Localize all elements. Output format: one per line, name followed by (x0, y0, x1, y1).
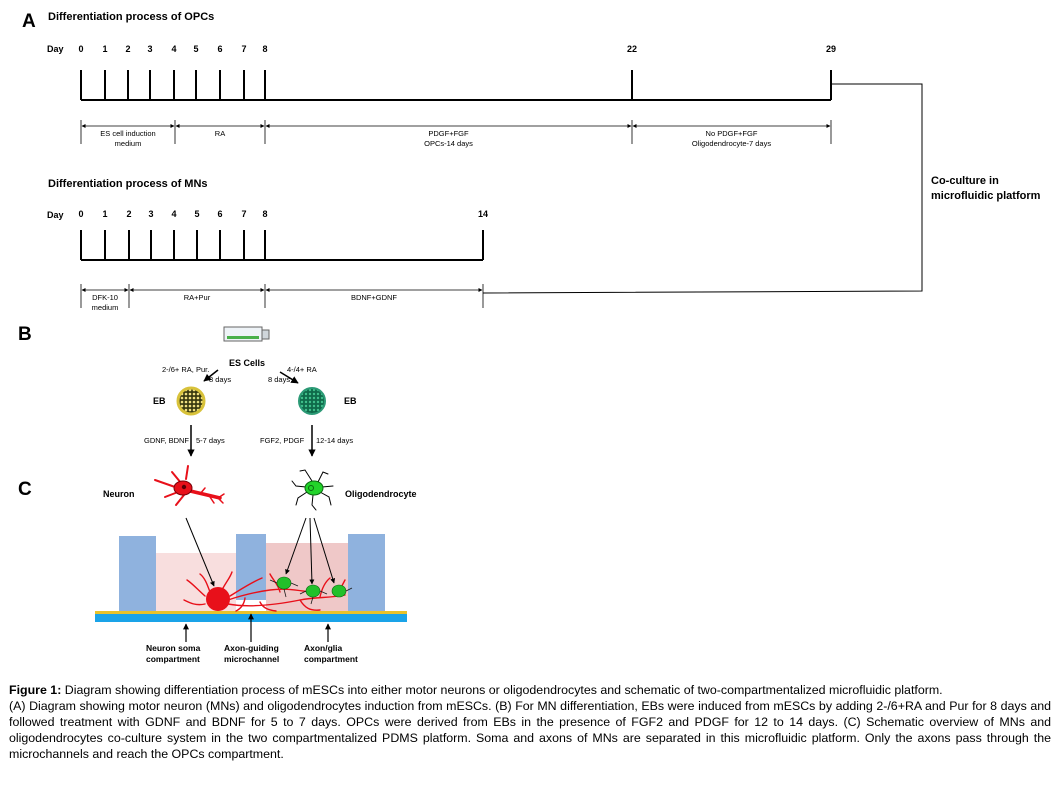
axon-glia-label-1: Axon/glia (304, 643, 343, 653)
mn-stage-label-2-0: BDNF+GDNF (351, 293, 397, 302)
microchannel-label-2: microchannel (224, 654, 279, 664)
es-cells-label: ES Cells (229, 358, 265, 368)
oligodendrocyte-label: Oligodendrocyte (345, 489, 417, 499)
left-diff-arrow (203, 369, 219, 382)
opc-stage-label-2-1: OPCs-14 days (424, 139, 473, 148)
mn-stage-label-1-0: RA+Pur (184, 293, 211, 302)
opc-tick-label-6: 6 (217, 44, 222, 54)
opc-ticks (80, 70, 832, 100)
caption-body: (A) Diagram showing motor neuron (MNs) a… (9, 699, 1051, 761)
oligodendrocyte-icon (291, 469, 334, 511)
opc-stage-label-1-0: RA (215, 129, 225, 138)
right-condition-line2: 8 days (268, 375, 290, 384)
mn-tick-label-3: 3 (148, 209, 153, 219)
mn-day-label: Day (47, 210, 64, 220)
mn-tick-label-4: 4 (171, 209, 176, 219)
soma-compartment-label-1: Neuron soma (146, 643, 201, 653)
mn-tick-label-1: 1 (102, 209, 107, 219)
neuron-cell-icon (154, 465, 225, 506)
microchannel-label-1: Axon-guiding (224, 643, 279, 653)
left-treatment: GDNF, BDNF (144, 436, 189, 445)
pointer-lines (185, 517, 336, 587)
panel-c-letter: C (18, 479, 32, 500)
mn-tick-label-0: 0 (78, 209, 83, 219)
mn-stage-label-0-0: DFK-10 (92, 293, 118, 302)
pdms-pillar-left (119, 536, 156, 612)
panel-b: B ES Cells 2-/6+ RA, Pur. 8 days 4-/4+ R… (18, 324, 417, 511)
right-treatment: FGF2, PDGF (260, 436, 305, 445)
coculture-label-line1: Co-culture in (931, 175, 999, 187)
mn-tick-label-14: 14 (478, 209, 488, 219)
opc-stage-label-2-0: PDGF+FGF (428, 129, 469, 138)
opc-stage-label-0-0: ES cell induction (100, 129, 155, 138)
right-diff-arrow (279, 371, 299, 384)
pdms-pillar-right (348, 534, 385, 612)
right-days: 12-14 days (316, 436, 353, 445)
opc-tick-label-4: 4 (171, 44, 176, 54)
left-days: 5-7 days (196, 436, 225, 445)
eb-right-label: EB (344, 396, 357, 406)
opc-stage-label-0-1: medium (115, 139, 142, 148)
left-condition-line1: 2-/6+ RA, Pur. (162, 365, 209, 374)
mn-tick-label-8: 8 (262, 209, 267, 219)
opc-stage-label-3-0: No PDGF+FGF (706, 129, 758, 138)
caption-title: Diagram showing differentiation process … (61, 683, 943, 697)
axon-glia-label-2: compartment (304, 654, 358, 664)
axon-compartment-fill (266, 543, 348, 612)
glia-processes (269, 579, 353, 605)
eb-right-sphere (298, 387, 326, 415)
panel-a: A Differentiation process of OPCs Day 0 1… (22, 11, 1041, 312)
coculture-bracket (482, 83, 923, 294)
neuron-label: Neuron (103, 489, 135, 499)
figure-diagram: A Differentiation process of OPCs Day 0 1… (18, 11, 1041, 664)
opc-tick-label-8: 8 (262, 44, 267, 54)
opc-stage-label-3-1: Oligodendrocyte-7 days (692, 139, 771, 148)
figure-caption: Figure 1: Diagram showing differentiatio… (9, 682, 1051, 762)
opc-tick-label-29: 29 (826, 44, 836, 54)
opc-tick-label-2: 2 (125, 44, 130, 54)
opc-tick-label-5: 5 (193, 44, 198, 54)
opc-tick-label-7: 7 (241, 44, 246, 54)
right-condition-line1: 4-/4+ RA (287, 365, 317, 374)
soma-compartment-label-2: compartment (146, 654, 200, 664)
left-condition-line2: 8 days (209, 375, 231, 384)
caption-label: Figure 1: (9, 683, 62, 697)
opc-tick-label-0: 0 (78, 44, 83, 54)
mn-stage-label-0-1: medium (92, 303, 119, 312)
opc-tick-label-22: 22 (627, 44, 637, 54)
mn-ticks (80, 230, 484, 260)
coculture-label-line2: microfluidic platform (931, 190, 1041, 202)
mn-tick-label-7: 7 (241, 209, 246, 219)
panel-b-letter: B (18, 324, 32, 345)
eb-left-label: EB (153, 396, 166, 406)
panel-c: C (18, 479, 407, 664)
opc-timeline: Day 0 1 2 3 4 5 6 7 8 22 29 ES cell inductionmediu… (47, 44, 836, 148)
opc-day-label: Day (47, 44, 64, 54)
panel-a-letter: A (22, 11, 36, 32)
mn-tick-label-5: 5 (194, 209, 199, 219)
mn-tick-label-6: 6 (217, 209, 222, 219)
opc-tick-label-3: 3 (147, 44, 152, 54)
mn-tick-label-2: 2 (126, 209, 131, 219)
opc-title: Differentiation process of OPCs (48, 11, 214, 23)
caption-title-line: Figure 1: Diagram showing differentiatio… (9, 682, 1051, 698)
eb-left-sphere (176, 386, 206, 416)
culture-flask-icon (223, 326, 270, 342)
mn-title: Differentiation process of MNs (48, 178, 208, 190)
neuron-soma (206, 587, 230, 611)
mn-tick-labels: 0 1 2 3 4 5 6 7 8 14 (78, 209, 488, 219)
label-arrows (183, 613, 331, 642)
opc-tick-labels: 0 1 2 3 4 5 6 7 8 22 29 (78, 44, 836, 54)
opc-tick-label-1: 1 (102, 44, 107, 54)
substrate-coating (95, 611, 407, 614)
